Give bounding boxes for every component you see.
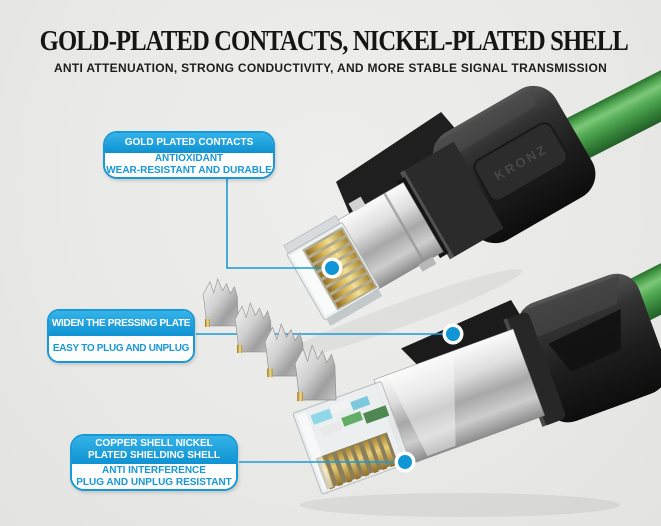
page-title: GOLD-PLATED CONTACTS, NICKEL-PLATED SHEL… <box>39 26 629 57</box>
callout-line-gold-contacts <box>226 179 323 269</box>
callout-body: ANTIOXIDANT WEAR-RESISTANT AND DURABLE <box>105 153 273 177</box>
rj45-connector-bottom <box>292 273 661 495</box>
brand-plate <box>473 122 569 202</box>
callout-title: COPPER SHELL NICKEL PLATED SHIELDING SHE… <box>72 436 236 464</box>
shadow-bottom-connector <box>300 493 620 517</box>
callout-body: EASY TO PLUG AND UNPLUG <box>49 336 193 361</box>
pressing-plate-latch <box>401 299 527 369</box>
wire-cores <box>310 395 390 437</box>
page-subtitle: ANTI ATTENUATION, STRONG CONDUCTIVITY, A… <box>53 61 608 75</box>
callout-box-shielding-shell: COPPER SHELL NICKEL PLATED SHIELDING SHE… <box>70 434 238 491</box>
callout-title: GOLD PLATED CONTACTS <box>105 133 273 153</box>
callout-box-gold-contacts: GOLD PLATED CONTACTS ANTIOXIDANT WEAR-RE… <box>103 131 275 179</box>
latch-plate <box>336 111 471 227</box>
callout-box-pressing-plate: WIDEN THE PRESSING PLATE EASY TO PLUG AN… <box>47 309 195 363</box>
callout-title: WIDEN THE PRESSING PLATE <box>49 311 193 336</box>
callout-body: ANTI INTERFERENCE PLUG AND UNPLUG RESIST… <box>72 464 236 489</box>
shadow-top-connector <box>277 269 523 361</box>
